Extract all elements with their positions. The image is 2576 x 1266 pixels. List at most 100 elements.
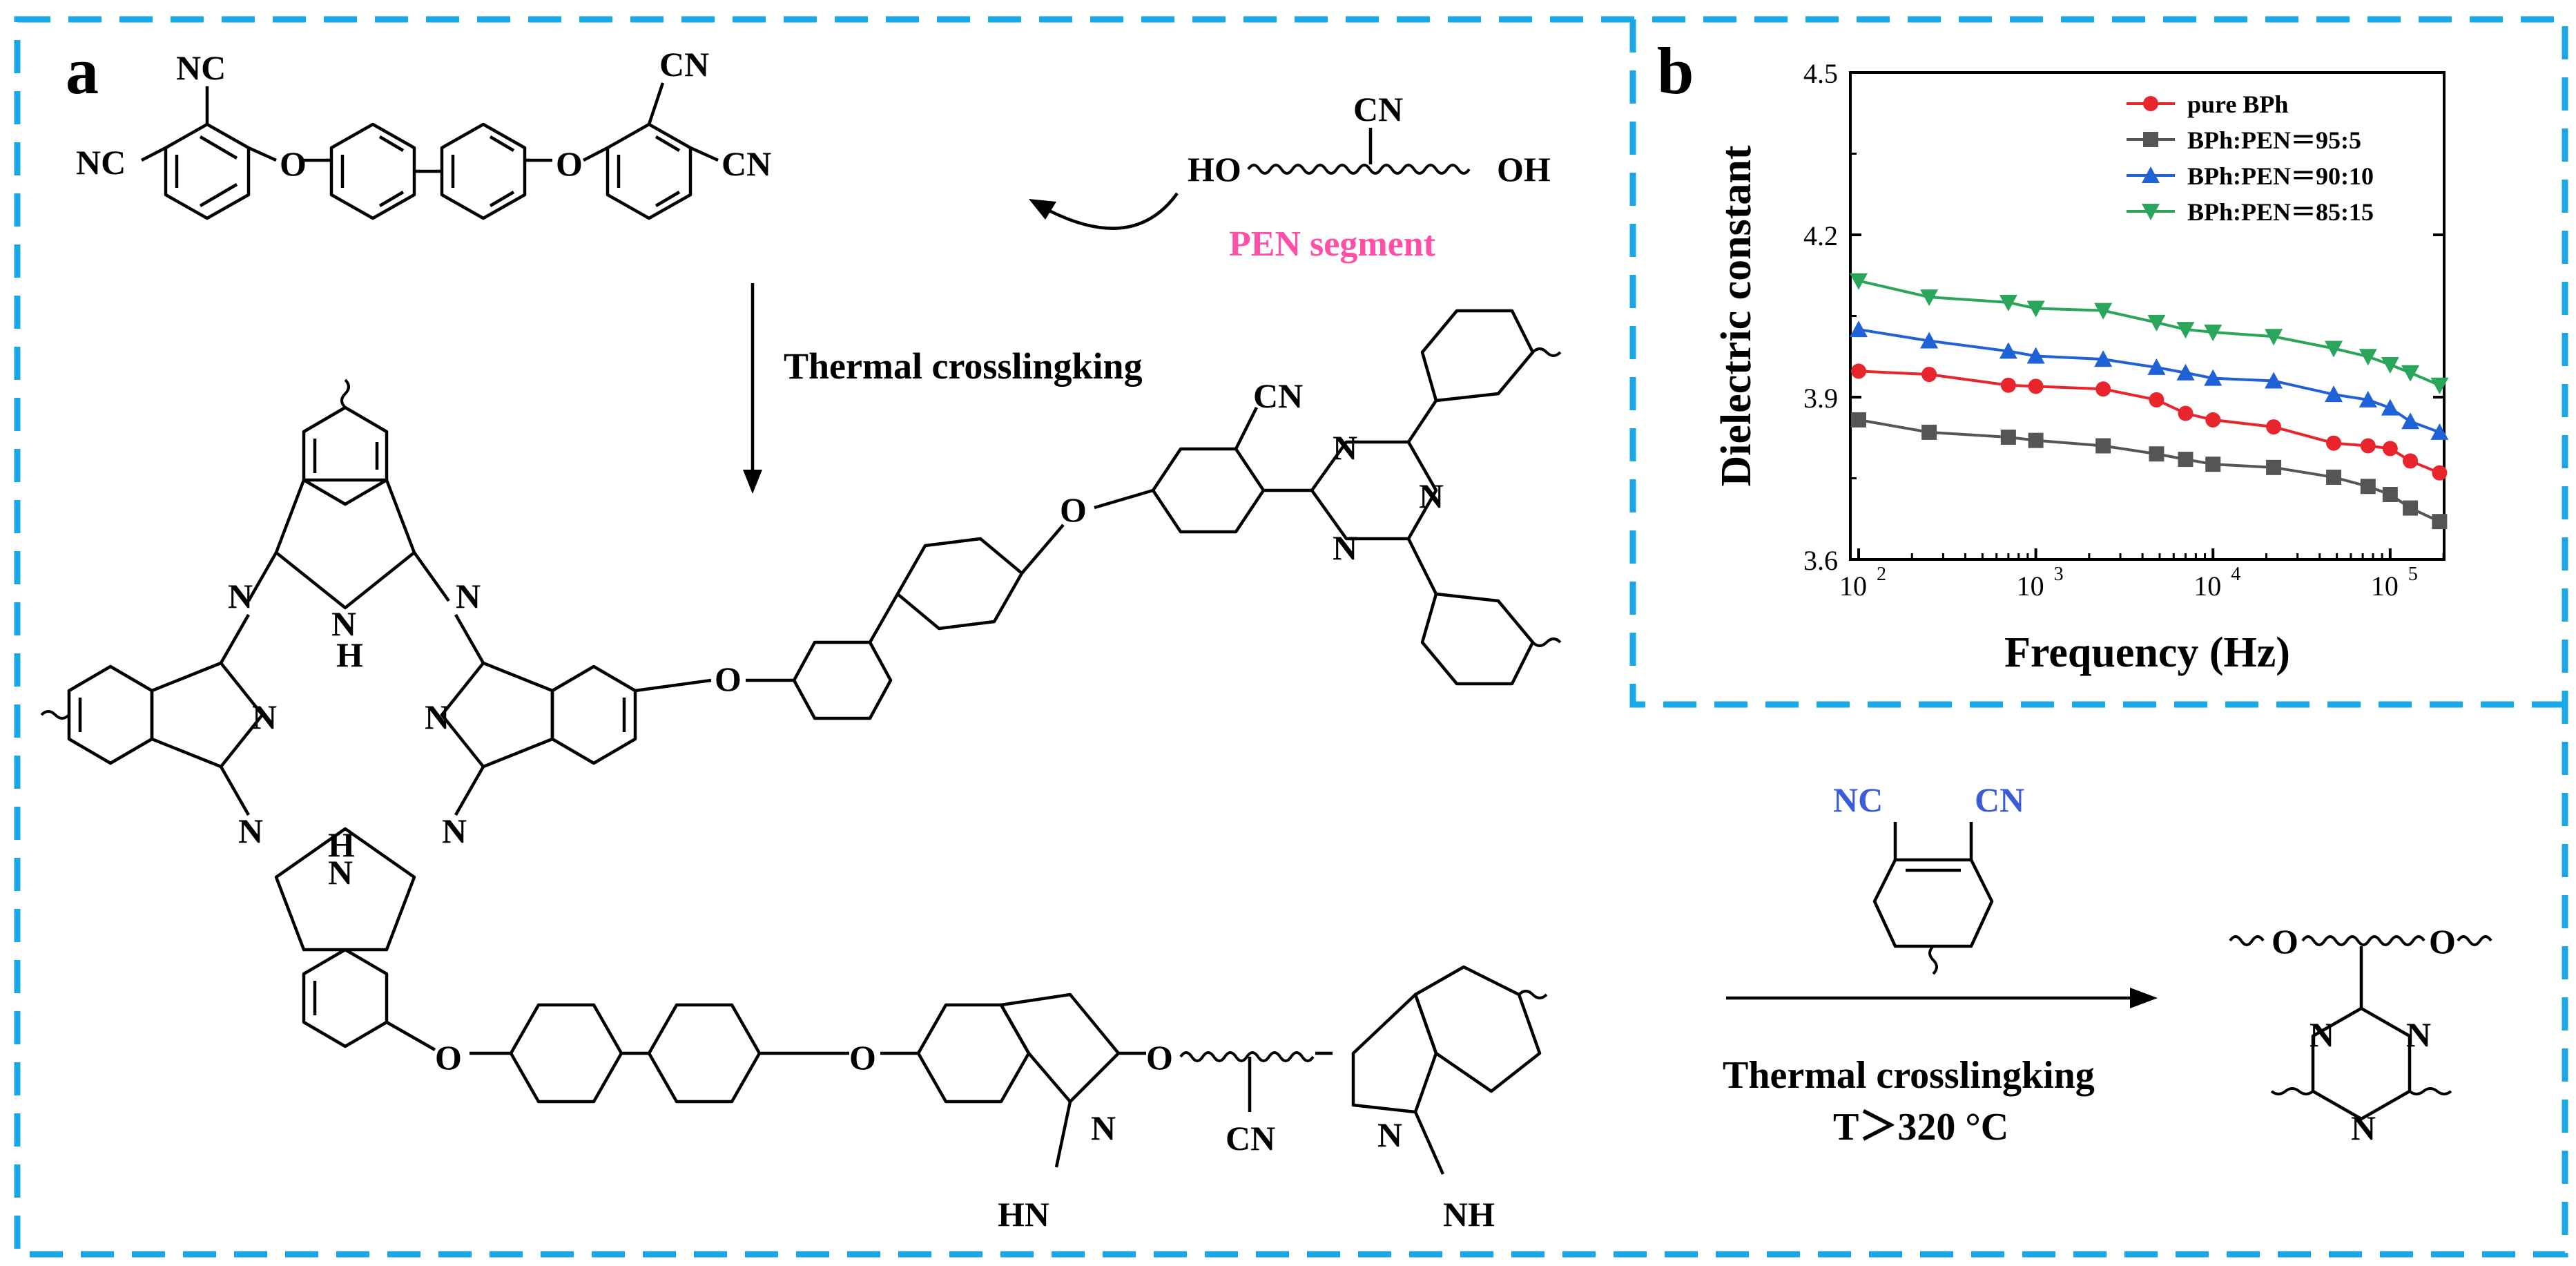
benzene-ring (1420, 309, 1535, 403)
polymer-chain (2301, 935, 2425, 946)
data-point (2178, 405, 2194, 421)
nc-label: NC (176, 48, 226, 87)
ether-o-label: O (849, 1038, 876, 1077)
benzene-ring (1151, 447, 1266, 534)
data-point (2266, 419, 2282, 435)
data-point (1921, 367, 1937, 383)
pen-segment: CN HO OH PEN segment (1029, 90, 1551, 264)
nh-h-label: H (336, 635, 363, 674)
data-point (2403, 500, 2419, 516)
data-point (2142, 204, 2160, 220)
data-point (2266, 459, 2282, 475)
cn-label: CN (1253, 376, 1303, 415)
triazine-ring (1310, 440, 1438, 541)
triazine-n-label: N (2351, 1109, 2376, 1147)
y-tick-label: 4.5 (1803, 58, 1838, 89)
double-bond (489, 191, 515, 207)
data-point (2381, 399, 2399, 416)
bond (1413, 1111, 1445, 1175)
x-tick-label: 10 (2017, 570, 2044, 602)
condition-label: T＞320 °C (1833, 1106, 2008, 1149)
bond (1054, 1101, 1072, 1168)
wavy-bond (1928, 945, 1938, 975)
phthalocyanine-network: N H N N N N N N O H (40, 378, 742, 1077)
data-point (2026, 347, 2045, 364)
x-tick-label: 10 (2371, 570, 2399, 602)
double-bond (378, 191, 405, 207)
nh-h-label: H (328, 825, 355, 864)
bond (220, 613, 250, 664)
data-point (2204, 369, 2222, 386)
oh-label: OH (1497, 150, 1551, 189)
data-point (2403, 453, 2419, 469)
data-point (2000, 429, 2016, 445)
data-point (1920, 289, 1939, 307)
triazine-n-label: N (1333, 528, 1357, 567)
data-point (1921, 424, 1937, 440)
data-point (2382, 441, 2398, 457)
legend-label: BPh:PEN＝90:10 (2187, 162, 2374, 190)
series-line (1858, 418, 2441, 523)
panel-b-border (1629, 19, 2565, 708)
y-axis-label: Dielectric constant (1713, 145, 1760, 486)
bond (220, 765, 250, 816)
meso-n-label: N (456, 577, 481, 615)
data-point (2094, 303, 2113, 320)
data-point (1850, 273, 1868, 290)
pen-segment-label: PEN segment (1229, 224, 1436, 264)
data-point (2176, 363, 2195, 381)
benzene-ring (916, 1003, 1031, 1104)
x-axis-label: Frequency (Hz) (2004, 629, 2290, 676)
data-point (2382, 487, 2398, 502)
ether-o-label: O (2272, 922, 2298, 961)
panel-c: NC CN Thermal crosslingking T＞320 °C O O… (1723, 780, 2492, 1149)
data-point (1920, 332, 1939, 349)
wavy-bond (340, 378, 350, 409)
data-point (2325, 341, 2343, 358)
data-point (2430, 423, 2449, 440)
ho-label: HO (1188, 150, 1241, 189)
data-point (2143, 96, 2158, 111)
panel-a: a NC NC O O (40, 34, 1562, 1234)
data-point (2143, 132, 2158, 147)
pen-cn-label: CN (1353, 90, 1403, 128)
reaction-arrow-head (2130, 988, 2158, 1008)
series-line (1858, 328, 2441, 434)
x-tick-exponent: 2 (1877, 564, 1886, 585)
ether-o-label: O (280, 144, 307, 183)
legend-label: pure BPh (2187, 90, 2288, 118)
triazine-n-label: N (2309, 1015, 2334, 1054)
inner-n-label: N (425, 698, 449, 736)
wavy-bond (2229, 935, 2265, 946)
pyrrole-ring (274, 827, 416, 952)
benzene-ring (1872, 858, 1994, 948)
benzene-ring (792, 640, 893, 720)
x-tick-label: 10 (2194, 570, 2221, 602)
panel-a-label: a (66, 34, 99, 108)
cn-label: CN (722, 144, 771, 183)
y-tick-label: 3.6 (1803, 545, 1838, 576)
triazine-n-label: N (1333, 428, 1357, 467)
data-point (2000, 377, 2016, 393)
cn-label: CN (1975, 780, 2024, 819)
data-point (2326, 469, 2342, 485)
pyrrole-ring (274, 478, 416, 610)
meso-n-label: N (442, 812, 467, 850)
ether-o-label: O (2429, 922, 2456, 961)
legend-label: BPh:PEN＝85:15 (2187, 198, 2374, 226)
ether-o-label: O (435, 1038, 462, 1077)
bond (247, 551, 278, 602)
polymer-chain (1247, 164, 1471, 175)
data-point (1851, 363, 1866, 379)
benzene-ring (647, 1003, 762, 1104)
data-point (2401, 365, 2420, 382)
benzene-ring (329, 122, 416, 220)
data-point (2028, 378, 2044, 394)
data-point (2149, 392, 2165, 407)
data-point (2360, 479, 2376, 495)
double-bond (655, 191, 681, 207)
x-tick-exponent: 4 (2231, 564, 2240, 585)
benzene-ring (302, 948, 389, 1048)
